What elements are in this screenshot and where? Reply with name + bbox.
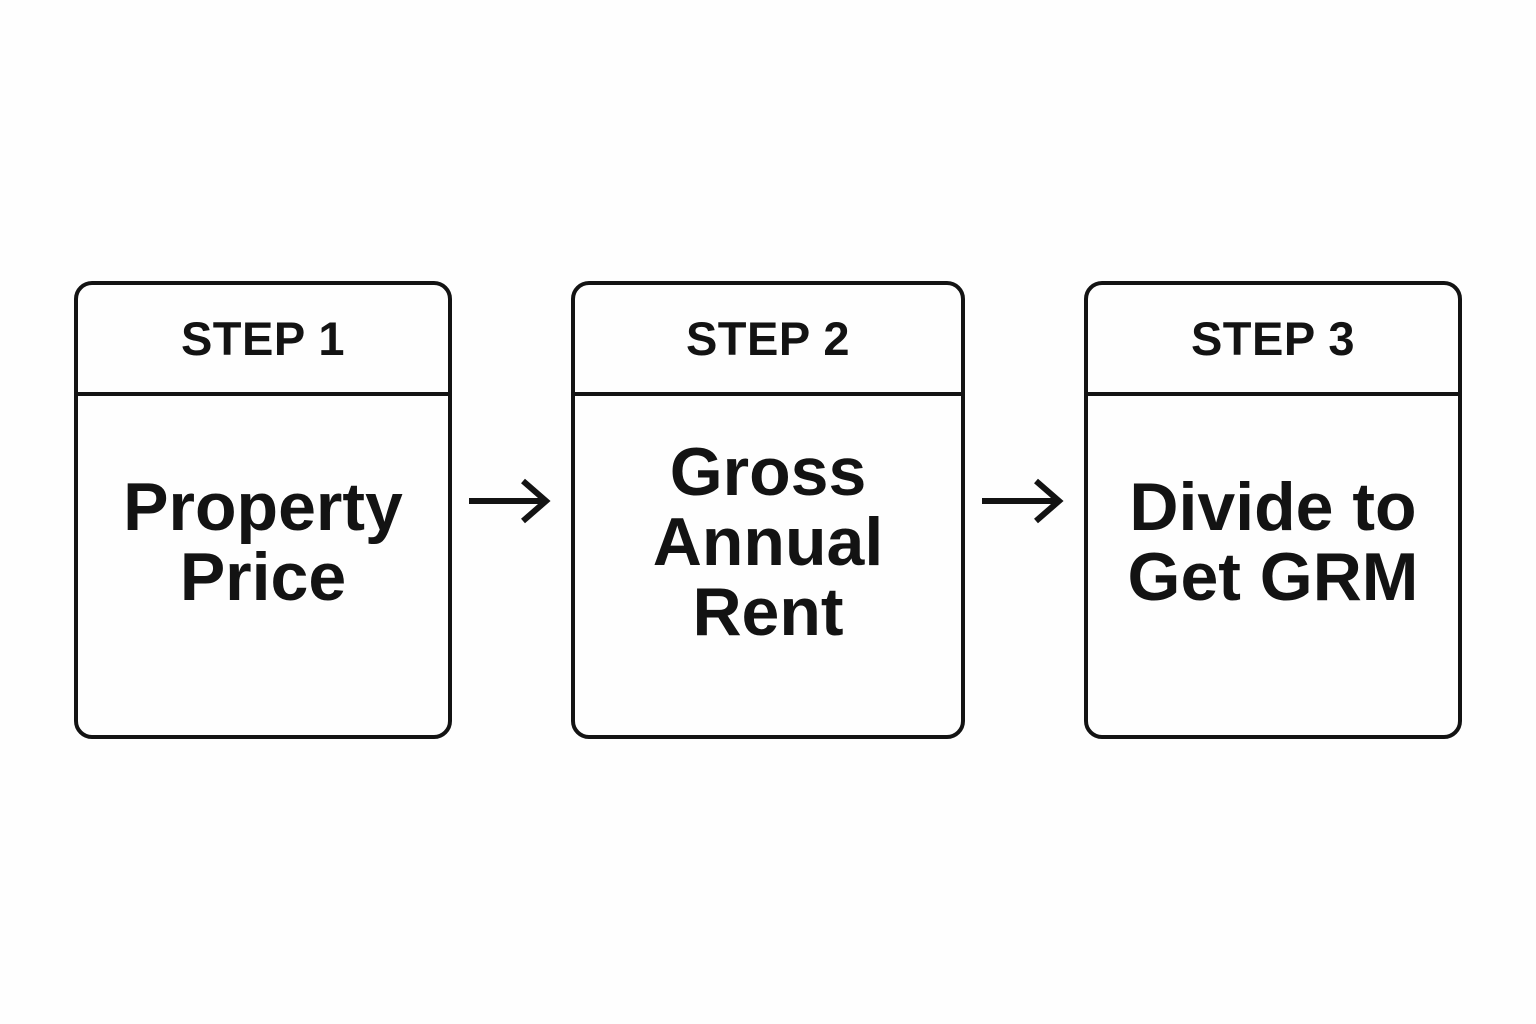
step-card-2-body: Gross Annual Rent — [575, 396, 961, 735]
arrow-right-icon — [981, 478, 1064, 524]
step-card-1-body: Property Price — [78, 396, 448, 735]
process-flow-row: STEP 1 Property Price STEP 2 Gross Annua… — [74, 281, 1462, 739]
step-card-3-label: STEP 3 — [1190, 312, 1356, 365]
step-card-1-text: Property Price — [123, 469, 403, 615]
step-card-2-text: Gross Annual Rent — [652, 434, 884, 650]
step-card-1[interactable]: STEP 1 Property Price — [74, 281, 452, 739]
arrow-right-icon — [468, 478, 551, 524]
step-card-3-header: STEP 3 — [1088, 285, 1458, 396]
step-card-2-label: STEP 2 — [685, 312, 851, 365]
step-card-1-label: STEP 1 — [180, 312, 346, 365]
step-card-1-header: STEP 1 — [78, 285, 448, 396]
step-card-2[interactable]: STEP 2 Gross Annual Rent — [571, 281, 965, 739]
step-card-3[interactable]: STEP 3 Divide to Get GRM — [1084, 281, 1462, 739]
step-card-2-header: STEP 2 — [575, 285, 961, 396]
step-card-3-body: Divide to Get GRM — [1088, 396, 1458, 735]
connector-2 — [965, 281, 1084, 739]
step-card-3-text: Divide to Get GRM — [1127, 469, 1419, 615]
connector-1 — [452, 281, 571, 739]
